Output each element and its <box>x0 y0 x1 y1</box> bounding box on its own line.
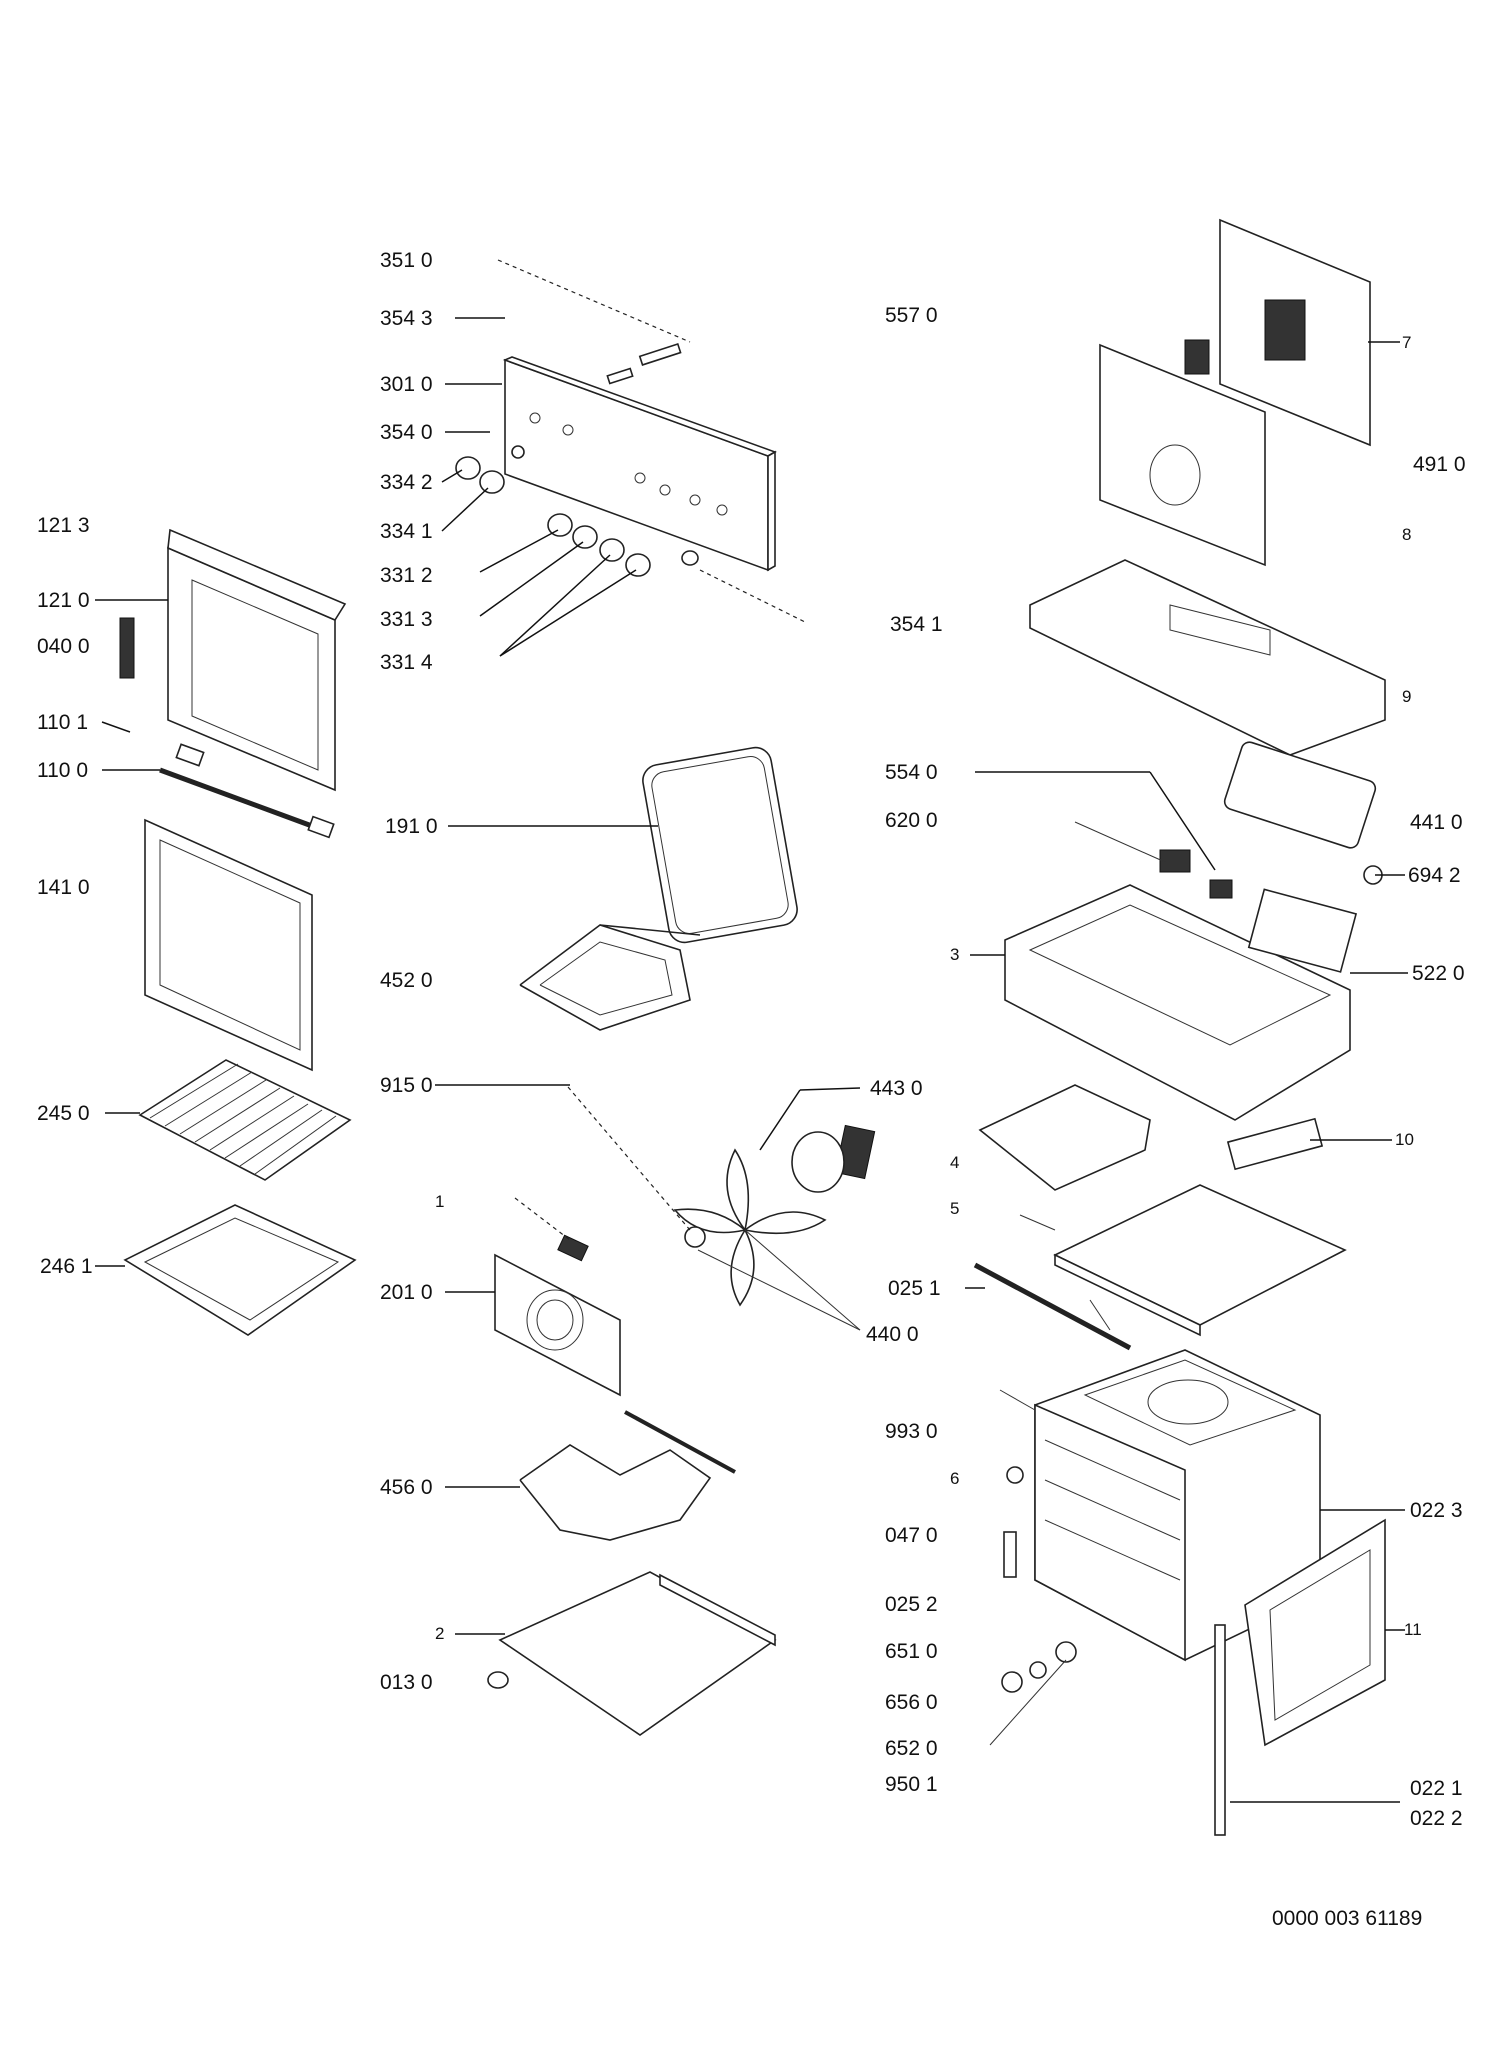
label-301-0: 301 0 <box>380 373 433 396</box>
grill-element-part <box>519 924 701 1031</box>
label-025-2: 025 2 <box>885 1593 938 1616</box>
label-4: 4 <box>950 1153 960 1172</box>
label-1: 1 <box>435 1192 445 1211</box>
gasket-part <box>642 746 798 944</box>
label-993-0: 993 0 <box>885 1420 938 1443</box>
bottom-element-part <box>519 1410 736 1541</box>
label-110-0: 110 0 <box>37 759 88 782</box>
fan-housing-part <box>1223 741 1383 885</box>
label-354-0: 354 0 <box>380 421 433 444</box>
label-456-0: 456 0 <box>380 1476 433 1499</box>
label-013-0: 013 0 <box>380 1671 433 1694</box>
label-522-0: 522 0 <box>1412 962 1465 985</box>
label-443-0: 443 0 <box>870 1077 923 1100</box>
wire-rack-part <box>138 1059 352 1181</box>
label-557-0: 557 0 <box>885 304 938 327</box>
oven-base-part <box>487 1571 777 1736</box>
label-915-0: 915 0 <box>380 1074 433 1097</box>
label-022-3: 022 3 <box>1410 1499 1463 1522</box>
label-620-0: 620 0 <box>885 809 938 832</box>
label-441-0: 441 0 <box>1410 811 1463 834</box>
fan-blade-part <box>673 1148 827 1307</box>
trim-strip-part <box>978 1084 1324 1191</box>
label-440-0: 440 0 <box>866 1323 919 1346</box>
label-351-0: 351 0 <box>380 249 433 272</box>
label-9: 9 <box>1402 687 1412 706</box>
label-245-0: 245 0 <box>37 1102 90 1125</box>
label-141-0: 141 0 <box>37 876 90 899</box>
fan-motor-part <box>684 1124 876 1248</box>
label-652-0: 652 0 <box>885 1737 938 1760</box>
cavity-top-part <box>1053 1184 1347 1337</box>
label-2: 2 <box>435 1624 445 1643</box>
top-cover-part <box>1029 559 1386 756</box>
label-11: 11 <box>1404 1620 1422 1639</box>
door-side-part <box>1244 1518 1386 1747</box>
control-knobs-part <box>455 445 699 577</box>
label-10: 10 <box>1395 1130 1414 1149</box>
label-656-0: 656 0 <box>885 1691 938 1714</box>
label-201-0: 201 0 <box>380 1281 433 1304</box>
label-8: 8 <box>1402 525 1412 544</box>
hinge-arm-part <box>1214 1624 1226 1836</box>
label-331-4: 331 4 <box>380 651 433 674</box>
label-022-1: 022 1 <box>1410 1777 1463 1800</box>
small-hardware-part <box>1001 1466 1077 1693</box>
baking-tray-part <box>123 1204 357 1336</box>
label-121-0: 121 0 <box>37 589 90 612</box>
label-651-0: 651 0 <box>885 1640 938 1663</box>
label-554-0: 554 0 <box>885 761 938 784</box>
label-331-2: 331 2 <box>380 564 433 587</box>
label-3: 3 <box>950 945 960 964</box>
label-354-3: 354 3 <box>380 307 433 330</box>
oven-cavity-part <box>1034 1349 1321 1662</box>
label-7: 7 <box>1402 333 1412 352</box>
label-047-0: 047 0 <box>885 1524 938 1547</box>
label-452-0: 452 0 <box>380 969 433 992</box>
wiring-box-part <box>1004 849 1358 1121</box>
label-025-1: 025 1 <box>888 1277 941 1300</box>
control-panel-part <box>502 356 777 572</box>
label-040-0: 040 0 <box>37 635 90 658</box>
label-121-3: 121 3 <box>37 514 90 537</box>
door-frame-part <box>167 528 347 792</box>
back-panel-part <box>1099 218 1371 567</box>
label-6: 6 <box>950 1469 960 1488</box>
label-5: 5 <box>950 1199 960 1218</box>
fan-cover-part <box>494 1197 621 1397</box>
spindle-part <box>606 343 682 385</box>
label-354-1: 354 1 <box>890 613 943 636</box>
label-950-1: 950 1 <box>885 1773 938 1796</box>
label-694-2: 694 2 <box>1408 864 1461 887</box>
label-110-1: 110 1 <box>37 711 88 734</box>
door-hinge-part <box>119 617 135 679</box>
document-code: 0000 003 61189 <box>1272 1907 1423 1930</box>
label-246-1: 246 1 <box>40 1255 93 1278</box>
label-331-3: 331 3 <box>380 608 433 631</box>
hinge-bracket-part <box>159 743 335 839</box>
label-022-2: 022 2 <box>1410 1807 1463 1830</box>
label-334-1: 334 1 <box>380 520 433 543</box>
label-491-0: 491 0 <box>1413 453 1466 476</box>
inner-glass-part <box>144 818 313 1072</box>
label-191-0: 191 0 <box>385 815 438 838</box>
label-334-2: 334 2 <box>380 471 433 494</box>
